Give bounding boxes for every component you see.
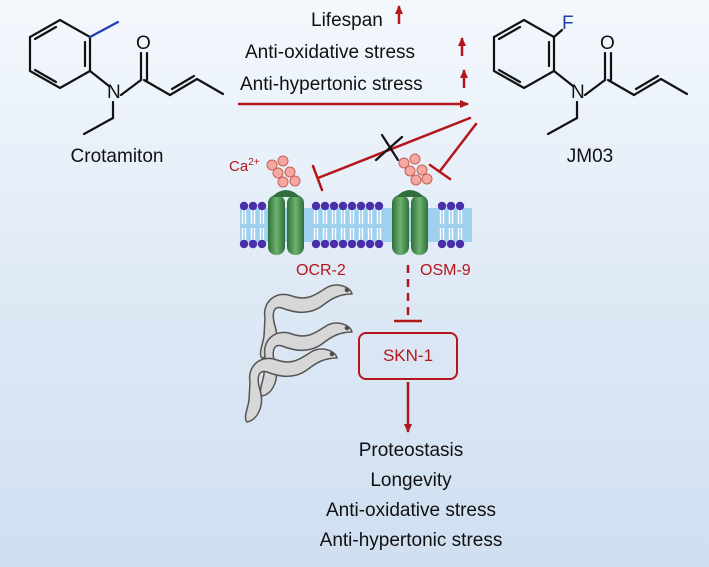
nitrogen-label-left: N xyxy=(107,82,121,103)
skn-1-label: SKN-1 xyxy=(382,346,434,365)
skn-1-box: SKN-1 xyxy=(358,332,458,380)
effect-anti-hypertonic-bottom: Anti-hypertonic stress xyxy=(319,530,503,551)
lipid-head xyxy=(446,239,456,249)
lipid-head xyxy=(257,201,267,211)
lipid-head xyxy=(329,239,339,249)
lipid-head xyxy=(437,201,447,211)
effect-proteostasis: Proteostasis xyxy=(358,440,464,461)
lipid-head xyxy=(347,201,357,211)
lipid-head xyxy=(347,239,357,249)
effect-longevity: Longevity xyxy=(370,470,452,491)
lipid-head xyxy=(248,201,258,211)
effect-anti-hypertonic-top: Anti-hypertonic stress xyxy=(240,74,423,95)
effect-anti-oxidative-bottom: Anti-oxidative stress xyxy=(325,500,497,521)
channel-ocr-2 xyxy=(268,190,304,255)
calcium-ions xyxy=(266,153,433,188)
effect-lifespan: Lifespan xyxy=(311,10,383,31)
cross-mark xyxy=(374,133,404,162)
lipid-head xyxy=(320,201,330,211)
fluorine-label: F xyxy=(562,13,574,34)
lipid-head xyxy=(365,239,375,249)
lipid-head xyxy=(329,201,339,211)
crotamiton-structure xyxy=(28,18,225,136)
lipid-head xyxy=(356,239,366,249)
lipid-head xyxy=(374,201,384,211)
lipid-head xyxy=(311,201,321,211)
channel-osm-9 xyxy=(392,190,428,255)
jm03-name: JM03 xyxy=(566,146,614,167)
lipid-head xyxy=(455,201,465,211)
lipid-head xyxy=(356,201,366,211)
inhibition-lines xyxy=(311,116,478,192)
increase-arrows xyxy=(395,5,468,88)
lipid-head xyxy=(248,239,258,249)
crotamiton-name: Crotamiton xyxy=(70,146,164,167)
ocr-2-label: OCR-2 xyxy=(296,262,346,279)
lipid-head xyxy=(257,239,267,249)
lipid-head xyxy=(239,201,249,211)
lipid-head xyxy=(446,201,456,211)
lipid-head xyxy=(437,239,447,249)
lipid-head xyxy=(374,239,384,249)
lipid-head xyxy=(338,201,348,211)
oxygen-label-right: O xyxy=(600,33,615,54)
nitrogen-label-right: N xyxy=(571,82,585,103)
oxygen-label-left: O xyxy=(136,33,151,54)
lipid-head xyxy=(365,201,375,211)
lipid-head xyxy=(320,239,330,249)
osm-9-label: OSM-9 xyxy=(420,262,471,279)
lipid-head xyxy=(455,239,465,249)
lipid-head xyxy=(311,239,321,249)
calcium-label: Ca2+ xyxy=(229,157,260,175)
lipid-head xyxy=(239,239,249,249)
effect-anti-oxidative-top: Anti-oxidative stress xyxy=(245,42,416,63)
worm-illustration xyxy=(244,284,353,423)
lipid-head xyxy=(338,239,348,249)
jm03-structure xyxy=(492,18,689,136)
